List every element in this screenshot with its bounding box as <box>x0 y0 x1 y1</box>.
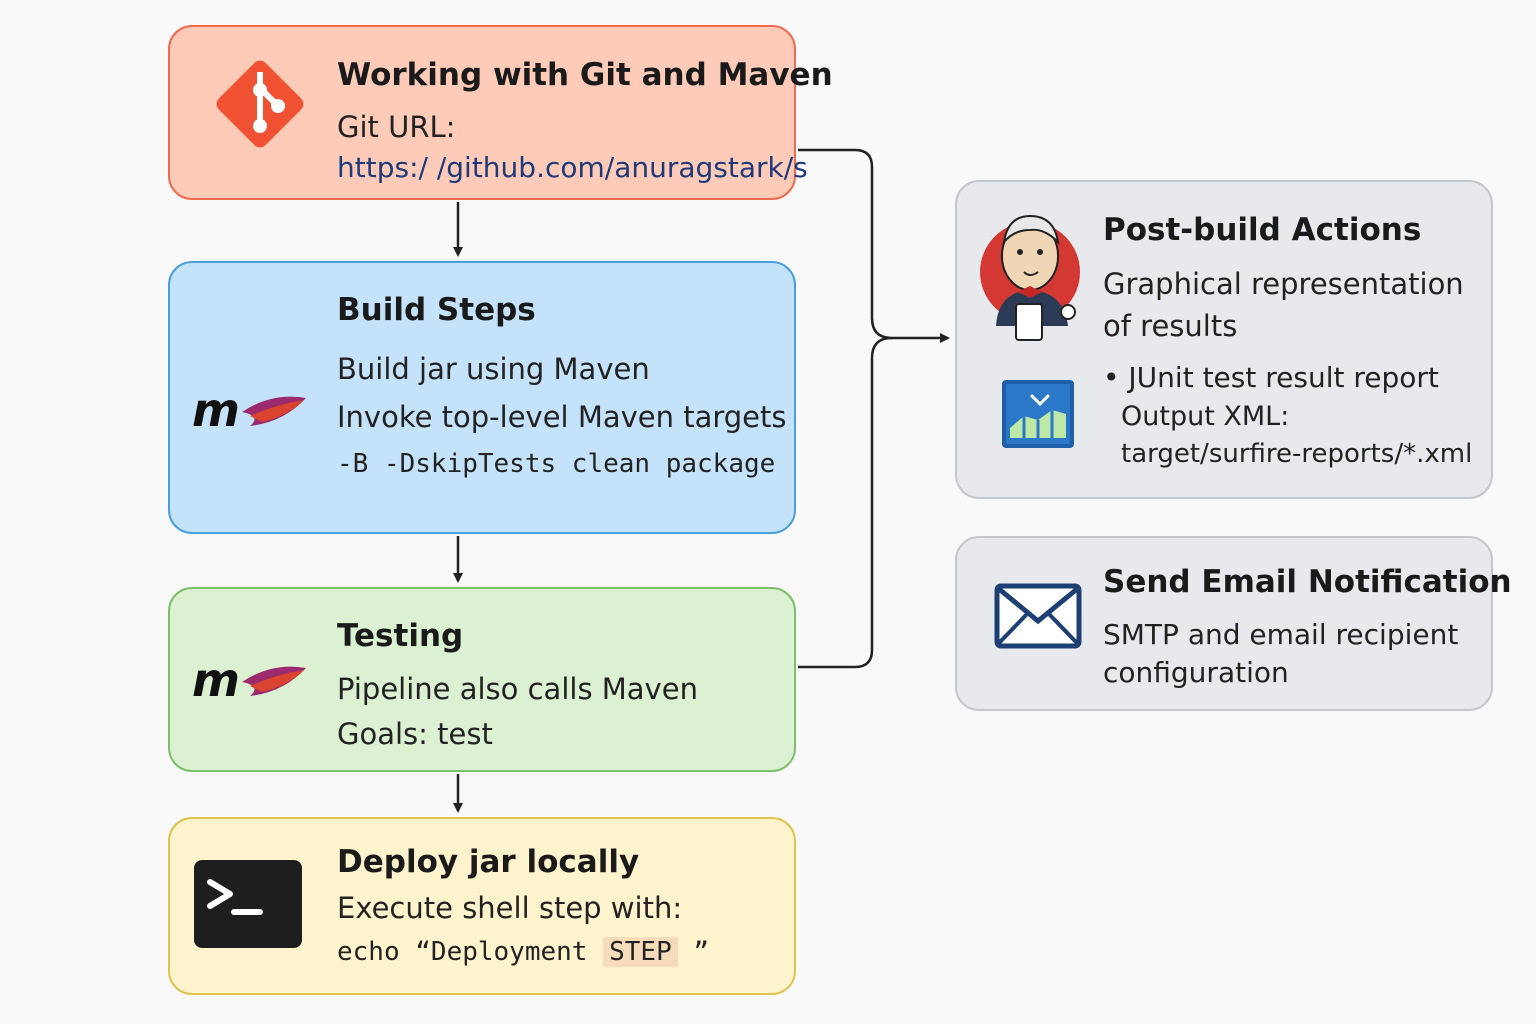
post-build-bullet: • JUnit test result report <box>1103 361 1439 394</box>
envelope-icon <box>994 583 1082 653</box>
email-line-2: configuration <box>1103 656 1289 689</box>
connector-git-to-post <box>798 148 950 343</box>
git-url-link[interactable]: https:/ /github.com/anuragstark/s <box>337 151 808 184</box>
deploy-card-title: Deploy jar locally <box>337 844 640 880</box>
build-steps-card <box>168 261 796 534</box>
post-build-output-path: target/surfire-reports/*.xml <box>1121 439 1473 469</box>
terminal-icon <box>194 860 302 952</box>
deploy-command-step: STEP <box>603 937 678 967</box>
post-build-title: Post-build Actions <box>1103 212 1422 248</box>
jenkins-mascot-icon <box>978 206 1084 350</box>
maven-logo-icon: m <box>192 653 308 710</box>
post-build-desc-1: Graphical representation <box>1103 267 1464 301</box>
deploy-command-suffix: ” <box>677 937 710 967</box>
testing-line-1: Pipeline also calls Maven <box>337 672 698 706</box>
svg-text:m: m <box>192 386 240 436</box>
maven-logo-icon: m <box>192 383 308 440</box>
chart-report-icon <box>1002 380 1074 452</box>
build-line-1: Build jar using Maven <box>337 352 650 386</box>
build-line-2: Invoke top-level Maven targets <box>337 400 787 434</box>
build-command: -B -DskipTests clean package <box>337 449 776 479</box>
post-build-output-label: Output XML: <box>1121 401 1290 432</box>
post-build-desc-2: of results <box>1103 309 1238 343</box>
deploy-command-prefix: echo “Deployment <box>337 937 604 967</box>
git-card-title: Working with Git and Maven <box>337 57 833 93</box>
deploy-line-1: Execute shell step with: <box>337 891 683 925</box>
deploy-card <box>168 817 796 995</box>
testing-line-2: Goals: test <box>337 717 493 751</box>
email-title: Send Email Notification <box>1103 564 1512 600</box>
testing-card-title: Testing <box>337 618 464 654</box>
git-logo-icon <box>210 54 310 158</box>
connector-test-to-post <box>798 336 893 669</box>
git-url-label: Git URL: <box>337 110 456 144</box>
build-card-title: Build Steps <box>337 292 536 328</box>
svg-text:m: m <box>192 656 240 706</box>
deploy-command: echo “Deployment STEP ” <box>337 937 709 967</box>
email-line-1: SMTP and email recipient <box>1103 618 1459 651</box>
